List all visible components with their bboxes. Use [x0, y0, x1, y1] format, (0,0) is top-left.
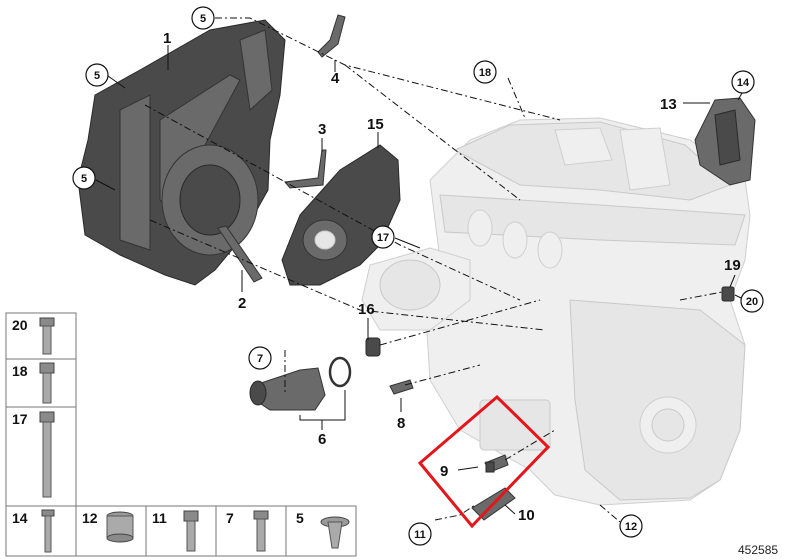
sensor-8 [389, 379, 414, 395]
legend-label-14: 14 [12, 510, 28, 526]
callout-3: 3 [318, 121, 326, 138]
highlight-frame [417, 394, 551, 529]
callout-12: 12 [619, 514, 643, 538]
svg-text:20: 20 [746, 296, 758, 308]
legend-label-12: 12 [82, 510, 98, 526]
callout-14: 14 [731, 70, 755, 94]
callout-10: 10 [518, 507, 535, 524]
callout-6: 6 [318, 431, 326, 448]
legend-label-7: 7 [226, 510, 234, 526]
callout-8: 8 [397, 415, 405, 432]
bracket-3 [284, 149, 327, 189]
legend-label-11: 11 [152, 510, 167, 526]
svg-text:5: 5 [94, 70, 100, 82]
callout-7: 7 [248, 346, 272, 370]
callout-15: 15 [367, 116, 384, 133]
bolt-14-icon [41, 509, 55, 553]
legend-label-20: 20 [12, 317, 28, 333]
part-19 [721, 286, 735, 302]
clip-5-icon [320, 516, 350, 549]
bracket-4 [317, 14, 346, 58]
callout-17: 17 [371, 225, 395, 249]
callout-1: 1 [163, 30, 171, 47]
timing-cover [77, 19, 286, 286]
svg-text:7: 7 [257, 353, 263, 365]
stud [217, 225, 263, 283]
callout-5-top: 5 [191, 6, 215, 30]
svg-text:11: 11 [414, 529, 426, 541]
svg-text:12: 12 [625, 521, 637, 533]
reference-number: 452585 [738, 543, 778, 557]
bolt-18-icon [39, 362, 55, 404]
bolt-11-icon [183, 510, 199, 552]
sensor-16 [365, 337, 381, 357]
svg-text:18: 18 [479, 67, 491, 79]
sleeve-12-icon [106, 511, 134, 543]
callout-4: 4 [331, 70, 340, 87]
svg-text:5: 5 [81, 173, 87, 185]
svg-text:14: 14 [737, 77, 750, 89]
fastener-legend: 20 18 17 14 12 11 7 5 [5, 312, 357, 557]
legend-label-18: 18 [12, 363, 28, 379]
legend-label-5: 5 [296, 510, 304, 526]
legend-label-17: 17 [12, 411, 28, 427]
bolt-20-icon [39, 317, 55, 355]
bolt-17-icon [39, 411, 55, 498]
callout-18: 18 [473, 60, 497, 84]
callout-19: 19 [724, 257, 741, 274]
callout-9: 9 [440, 463, 448, 480]
engine-block [361, 117, 751, 506]
callout-11: 11 [408, 522, 432, 546]
callout-5-left-lower: 5 [72, 166, 96, 190]
sensor-9 [484, 454, 509, 473]
solid-leaders [95, 45, 746, 515]
svg-text:5: 5 [200, 13, 206, 25]
callout-13: 13 [660, 96, 677, 113]
thermostat-housing [249, 356, 352, 411]
bracket-13 [694, 97, 756, 186]
callout-16: 16 [358, 301, 375, 318]
leader-lines [144, 17, 723, 523]
callout-20: 20 [740, 289, 764, 313]
bolt-7-icon [253, 510, 269, 552]
callout-5-left-upper: 5 [85, 63, 109, 87]
cover-lower [281, 144, 401, 286]
svg-text:17: 17 [377, 232, 389, 244]
callout-2: 2 [238, 295, 246, 312]
